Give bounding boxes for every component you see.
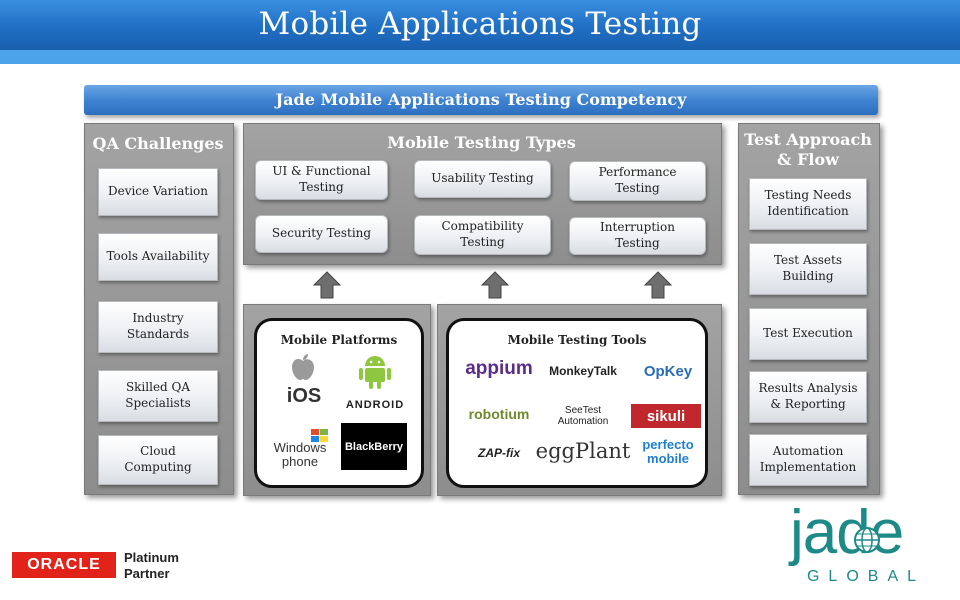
jade-logo: jade <box>790 498 904 567</box>
qa-challenge-item: Skilled QA Specialists <box>98 370 218 422</box>
eggplant-logo: eggPlant <box>535 439 631 463</box>
tools-title: Mobile Testing Tools <box>507 333 647 347</box>
testing-type-item: Interruption Testing <box>569 217 706 255</box>
testing-type-item: Security Testing <box>255 215 388 253</box>
qa-challenges-title: QA Challenges <box>92 134 224 153</box>
apple-icon <box>292 354 314 380</box>
up-arrow-icon <box>312 271 342 299</box>
seetest-logo: SeeTest Automation <box>557 405 609 427</box>
qa-challenge-item: Tools Availability <box>98 233 218 281</box>
oracle-partner-line2: Partner <box>124 566 170 581</box>
appium-logo: appium <box>465 358 533 379</box>
testing-type-item: Usability Testing <box>414 160 551 198</box>
page-title: Mobile Applications Testing <box>258 6 702 42</box>
ios-logo: iOS <box>286 384 322 407</box>
up-arrow-icon <box>480 271 510 299</box>
test-approach-item: Test Execution <box>749 308 867 360</box>
jade-logo-subtitle: GLOBAL <box>806 568 926 585</box>
qa-challenge-item: Industry Standards <box>98 301 218 353</box>
tools-container <box>446 318 708 488</box>
zapfix-logo: ZAP-fix <box>478 446 520 460</box>
test-approach-item: Test Assets Building <box>749 243 867 295</box>
windows-flag-icon <box>311 429 328 442</box>
testing-type-item: Performance Testing <box>569 161 706 201</box>
oracle-partner-label: Platinum Partner <box>124 550 179 582</box>
android-logo: ANDROID <box>345 399 405 411</box>
platforms-title: Mobile Platforms <box>280 333 398 347</box>
oracle-partner-line1: Platinum <box>124 550 179 565</box>
blackberry-logo: BlackBerry <box>341 423 407 470</box>
test-approach-title: Test Approach & Flow <box>744 130 872 169</box>
qa-challenge-item: Device Variation <box>98 168 218 216</box>
testing-types-title: Mobile Testing Types <box>387 133 576 152</box>
windows-phone-logo: Windows phone <box>273 440 327 469</box>
robotium-logo: robotium <box>468 406 530 422</box>
testing-type-item: UI & Functional Testing <box>255 160 388 200</box>
perfecto-logo: perfecto mobile <box>642 437 694 466</box>
test-approach-item: Results Analysis & Reporting <box>749 371 867 423</box>
qa-challenge-item: Cloud Computing <box>98 435 218 485</box>
header-bar <box>0 0 960 50</box>
test-approach-item: Testing Needs Identification <box>749 178 867 230</box>
sikuli-logo: sikuli <box>631 404 701 428</box>
opkey-logo: OpKey <box>643 362 693 380</box>
competency-banner: Jade Mobile Applications Testing Compete… <box>84 85 878 115</box>
monkeytalk-logo: MonkeyTalk <box>549 364 617 378</box>
up-arrow-icon <box>643 271 673 299</box>
test-approach-item: Automation Implementation <box>749 434 867 486</box>
oracle-logo: ORACLE <box>12 552 116 578</box>
android-icon <box>359 356 391 389</box>
globe-icon <box>854 527 880 553</box>
testing-type-item: Compatibility Testing <box>414 215 551 255</box>
header-strip <box>0 50 960 64</box>
